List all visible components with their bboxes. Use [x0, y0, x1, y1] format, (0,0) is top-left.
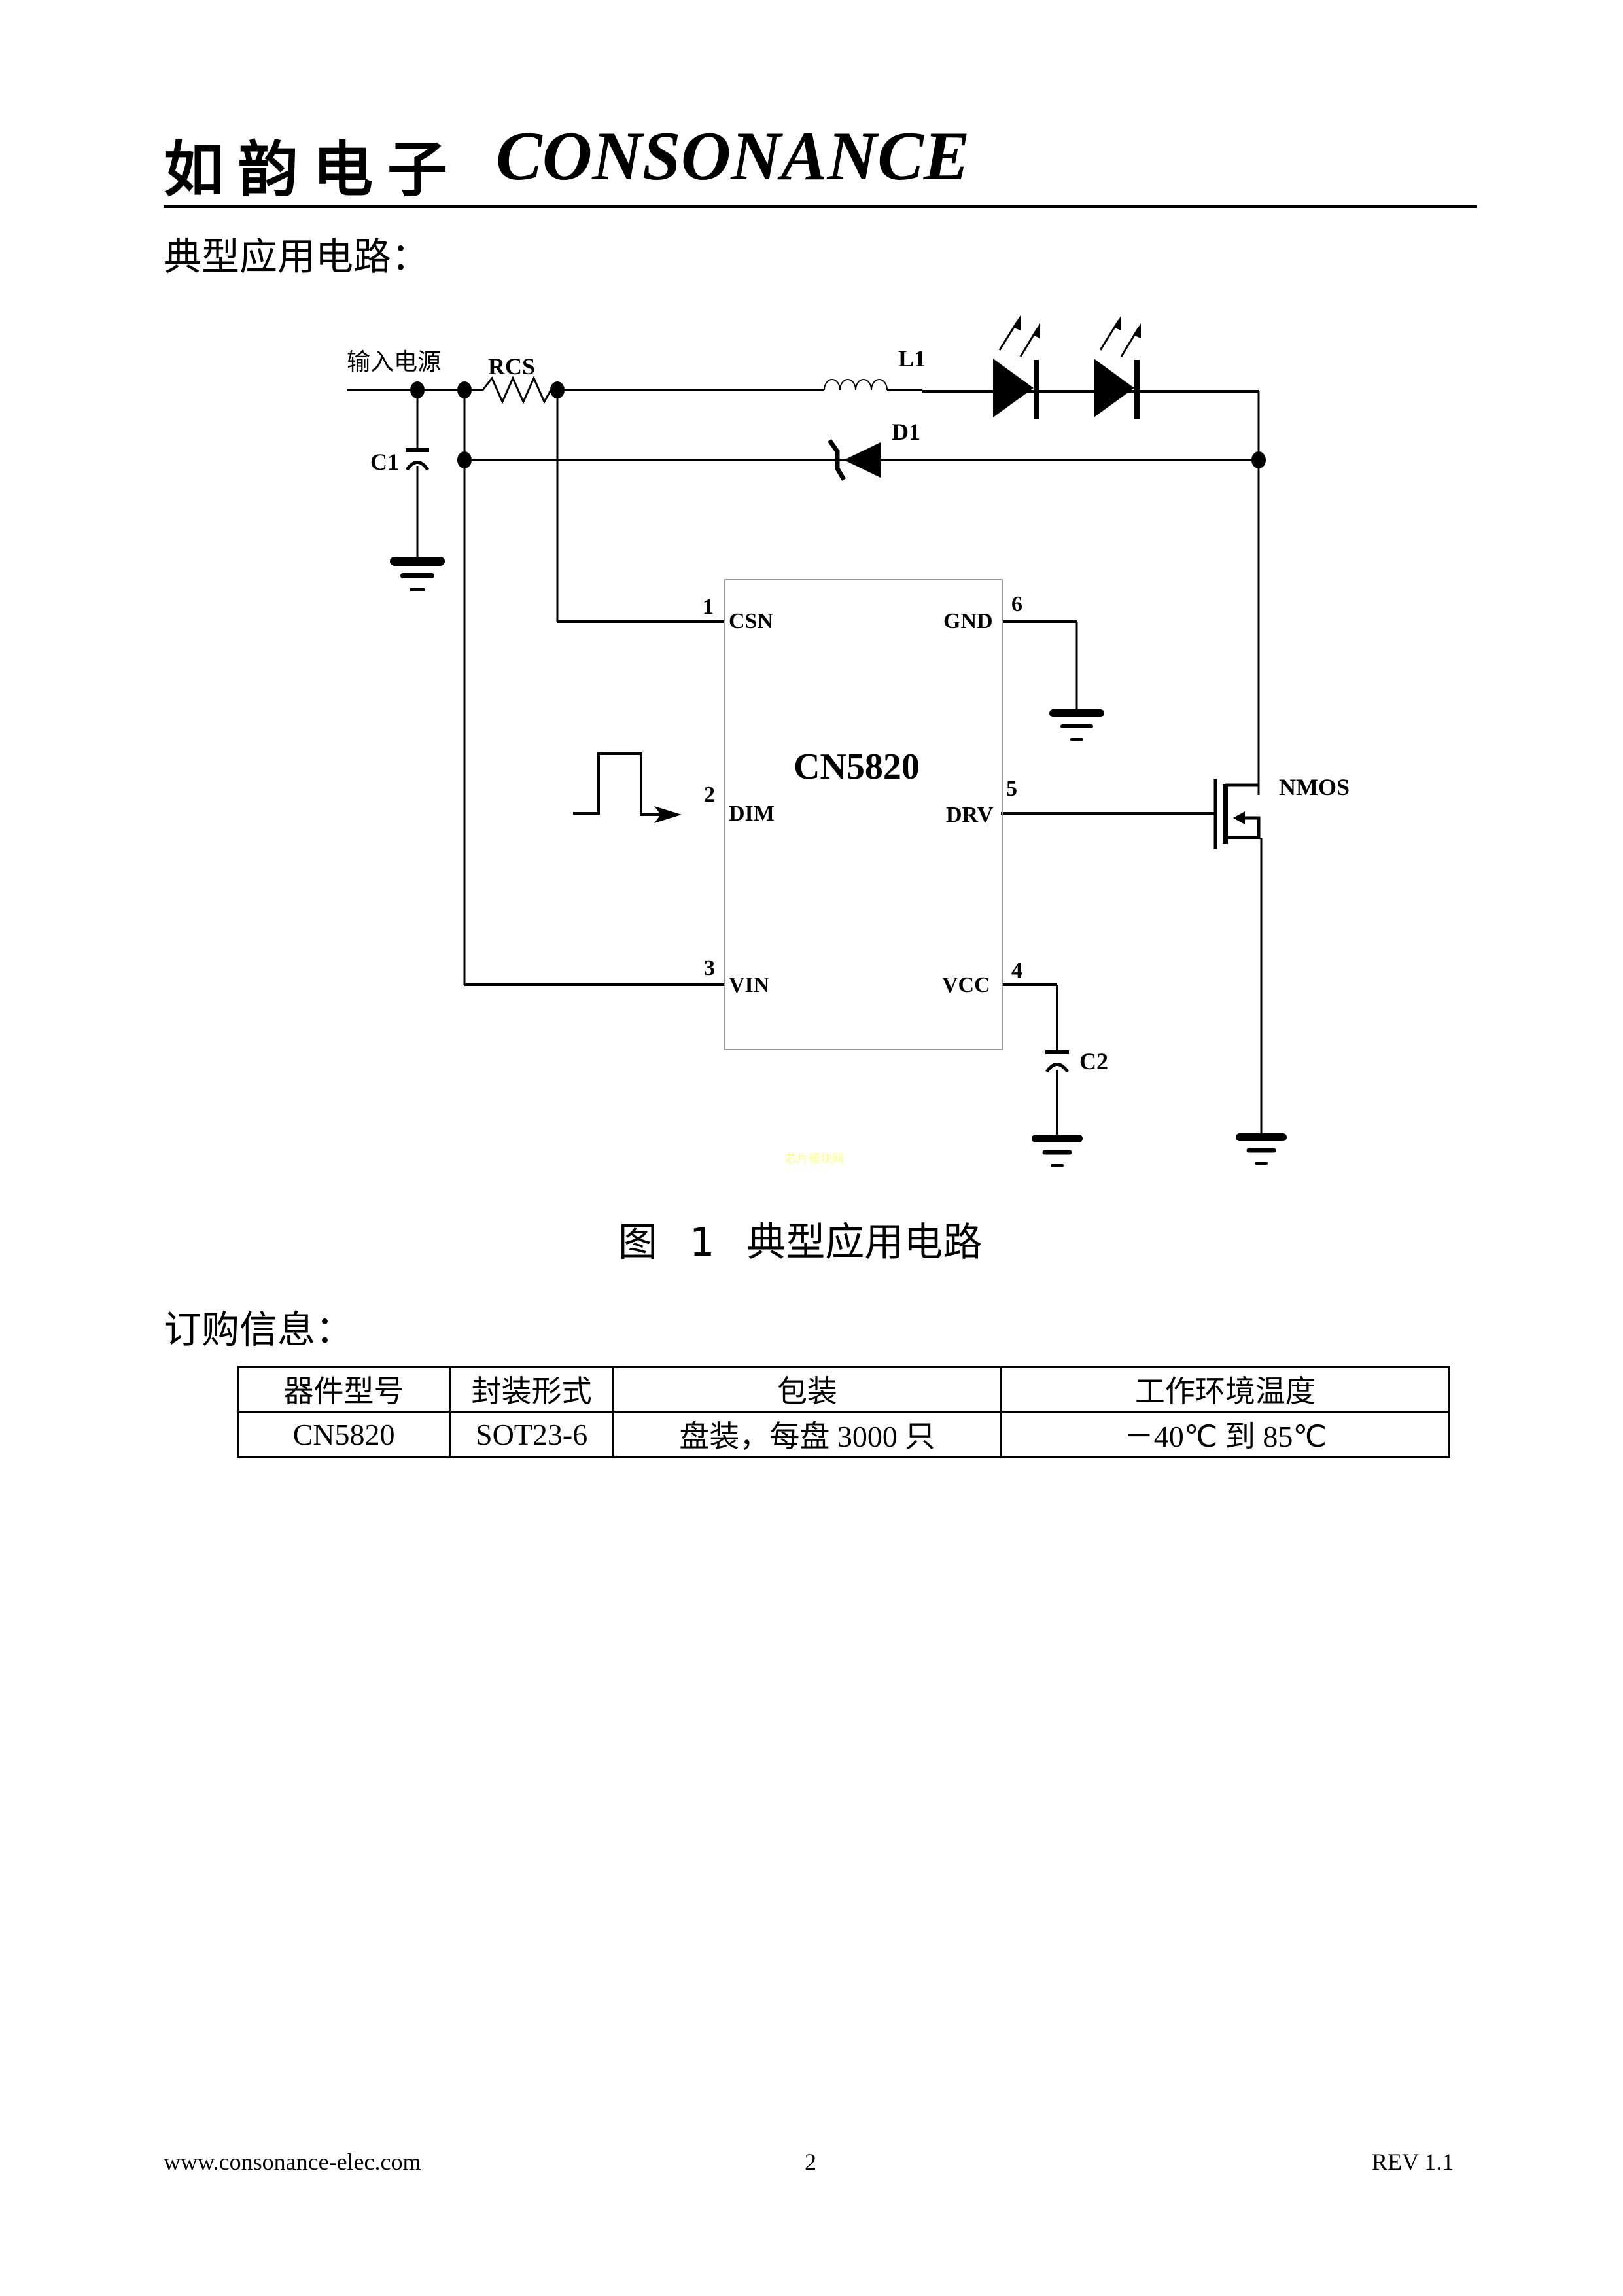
header-divider — [164, 205, 1477, 208]
pin-6-name: GND — [943, 609, 993, 633]
table-row: CN5820 SOT23-6 盘装，每盘 3000 只 －40℃ 到 85℃ — [236, 1411, 1451, 1458]
input-power-label: 输入电源 — [347, 349, 441, 376]
header-part-number: 器件型号 — [236, 1366, 451, 1413]
pin-3-name: VIN — [729, 973, 770, 997]
ic-body — [724, 579, 1003, 1050]
pin-1-name: CSN — [729, 609, 773, 633]
c1-capacitor-symbol — [405, 448, 430, 471]
watermark: 芯片模块网 — [785, 1152, 844, 1166]
c2-capacitor-symbol — [1045, 1050, 1070, 1073]
cell-packing: 盘装，每盘 3000 只 — [612, 1411, 1002, 1458]
d1-label: D1 — [892, 419, 920, 445]
header-package: 封装形式 — [449, 1366, 615, 1413]
l1-inductor-symbol — [824, 379, 888, 391]
section-title-typical-circuit: 典型应用电路： — [164, 234, 430, 279]
ground-icon-c2 — [1032, 1135, 1083, 1167]
footer-revision: REV 1.1 — [1372, 2149, 1454, 2175]
section-title-ordering-info: 订购信息： — [164, 1307, 354, 1352]
dim-arrow-icon — [654, 806, 682, 823]
company-name-cn: 如韵电子 — [164, 134, 462, 205]
footer-page-number: 2 — [805, 2149, 816, 2175]
pin-2-name: DIM — [729, 802, 775, 826]
pin-3-number: 3 — [704, 956, 715, 980]
header-temperature: 工作环境温度 — [1000, 1366, 1451, 1413]
pin-1-number: 1 — [703, 595, 714, 619]
footer-website-link[interactable]: www.consonance-elec.com — [164, 2149, 421, 2175]
pin-4-name: VCC — [942, 973, 990, 997]
ground-icon-nmos — [1236, 1133, 1287, 1165]
company-name-en: CONSONANCE — [496, 118, 970, 194]
l1-label: L1 — [898, 345, 926, 372]
pin-2-number: 2 — [704, 783, 715, 807]
c1-label: C1 — [370, 449, 399, 475]
pin-4-number: 4 — [1011, 959, 1022, 983]
figure-caption: 图 1 典型应用电路 — [618, 1220, 983, 1265]
rcs-resistor-symbol — [481, 376, 552, 404]
table-header-row: 器件型号 封装形式 包装 工作环境温度 — [236, 1366, 1451, 1413]
nmos-transistor-symbol — [1213, 779, 1261, 849]
header-packing: 包装 — [612, 1366, 1002, 1413]
cell-temperature: －40℃ 到 85℃ — [1000, 1411, 1451, 1458]
dim-pulse-waveform — [573, 752, 674, 816]
ground-icon-gnd-pin — [1049, 709, 1104, 741]
c2-label: C2 — [1079, 1048, 1108, 1074]
cell-package: SOT23-6 — [449, 1411, 615, 1458]
rcs-label: RCS — [488, 353, 535, 380]
pin-5-name: DRV — [946, 803, 994, 827]
cell-part-number: CN5820 — [236, 1411, 451, 1458]
pin-5-number: 5 — [1006, 777, 1017, 801]
ordering-table: 器件型号 封装形式 包装 工作环境温度 CN5820 SOT23-6 盘装，每盘… — [236, 1366, 1451, 1458]
nmos-label: NMOS — [1279, 774, 1350, 800]
led-2-symbol — [1094, 315, 1141, 419]
ground-icon-c1 — [390, 557, 445, 591]
junction-dots — [410, 381, 1266, 468]
pin-6-number: 6 — [1011, 592, 1022, 616]
ic-name-label: CN5820 — [794, 747, 920, 787]
led-1-symbol — [993, 315, 1040, 419]
d1-schottky-diode-symbol — [828, 438, 881, 481]
